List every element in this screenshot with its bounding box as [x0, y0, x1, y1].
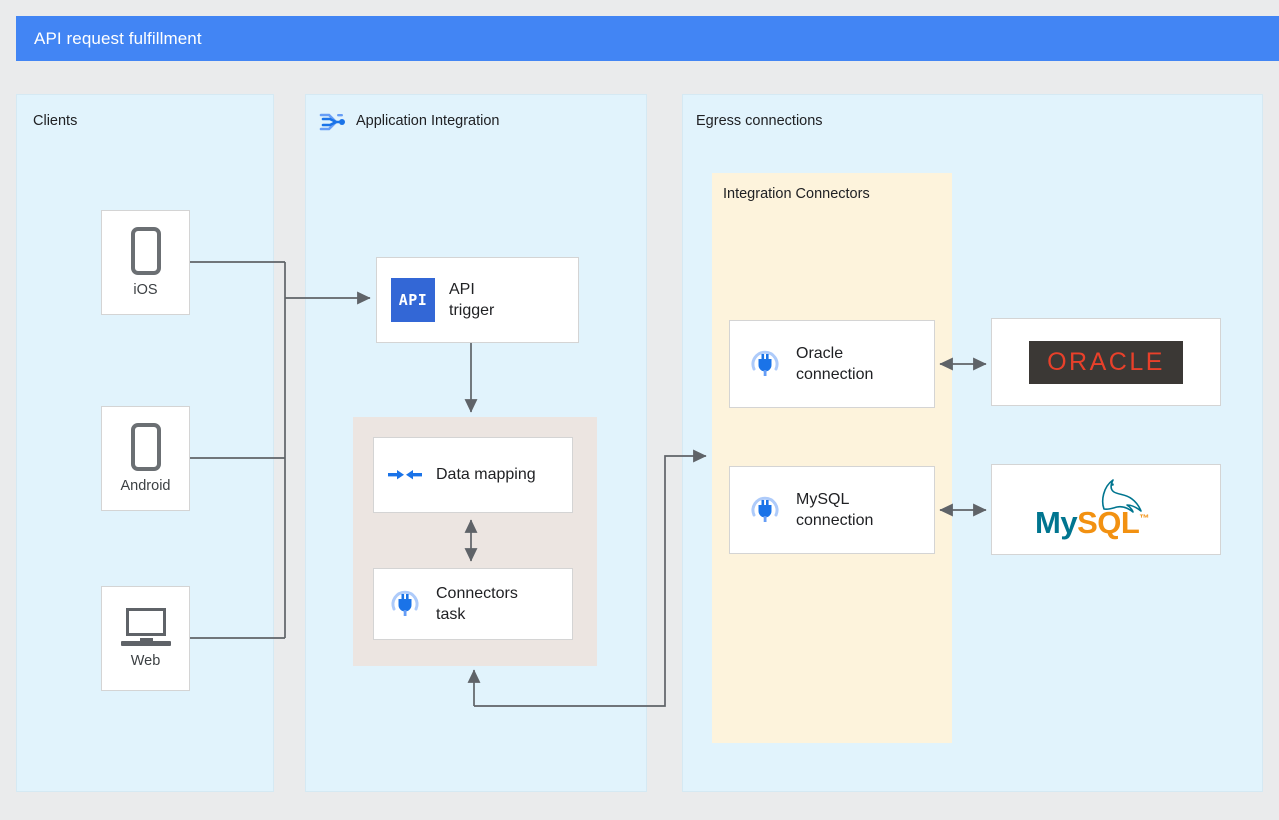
mysql-text-sql: SQL	[1077, 504, 1140, 540]
panel-egress-label: Egress connections	[696, 113, 823, 129]
connector-plug-icon	[748, 347, 782, 381]
card-oracle-logo: ORACLE	[991, 318, 1221, 406]
card-oracle-connection[interactable]: Oracle connection	[729, 320, 935, 408]
card-api-trigger[interactable]: API API trigger	[376, 257, 579, 343]
panel-integration-connectors-label: Integration Connectors	[723, 186, 870, 202]
panel-clients-label: Clients	[33, 113, 78, 129]
api-icon-text: API	[398, 291, 428, 309]
card-data-mapping[interactable]: Data mapping	[373, 437, 573, 513]
card-oracle-connection-label: Oracle connection	[796, 344, 874, 383]
card-connectors-task[interactable]: Connectors task	[373, 568, 573, 640]
phone-icon	[130, 423, 161, 471]
laptop-icon	[120, 608, 171, 646]
client-label: Web	[130, 653, 161, 669]
card-mysql-connection-label: MySQL connection	[796, 490, 874, 529]
client-card-web[interactable]: Web	[101, 586, 190, 691]
connector-plug-icon	[748, 493, 782, 527]
mysql-dolphin-icon	[1101, 478, 1142, 513]
panel-integration-connectors	[712, 173, 952, 743]
mysql-trademark: ™	[1139, 513, 1149, 525]
client-card-android[interactable]: Android	[101, 406, 190, 511]
phone-icon	[130, 227, 161, 275]
oracle-logo-text: ORACLE	[1047, 347, 1165, 376]
client-label: Android	[120, 478, 171, 494]
card-data-mapping-label: Data mapping	[436, 466, 536, 484]
mysql-wordmark: MySQL™	[1035, 505, 1149, 541]
card-mysql-connection[interactable]: MySQL connection	[729, 466, 935, 554]
page-title: API request fulfillment	[34, 28, 202, 48]
card-connectors-task-label: Connectors task	[436, 584, 518, 623]
application-integration-icon	[316, 106, 348, 138]
mysql-logo: MySQL™	[1031, 475, 1181, 545]
api-trigger-icon: API	[391, 278, 435, 322]
card-mysql-logo: MySQL™	[991, 464, 1221, 555]
client-label: iOS	[133, 282, 158, 298]
mysql-text-my: My	[1035, 504, 1078, 540]
panel-application-integration-label: Application Integration	[356, 113, 500, 129]
diagram-title-bar: API request fulfillment	[16, 16, 1279, 61]
card-api-trigger-label: API trigger	[449, 280, 495, 319]
connector-plug-icon	[388, 587, 422, 621]
data-mapping-icon	[388, 463, 422, 487]
oracle-logo: ORACLE	[1029, 340, 1183, 384]
client-card-ios[interactable]: iOS	[101, 210, 190, 315]
